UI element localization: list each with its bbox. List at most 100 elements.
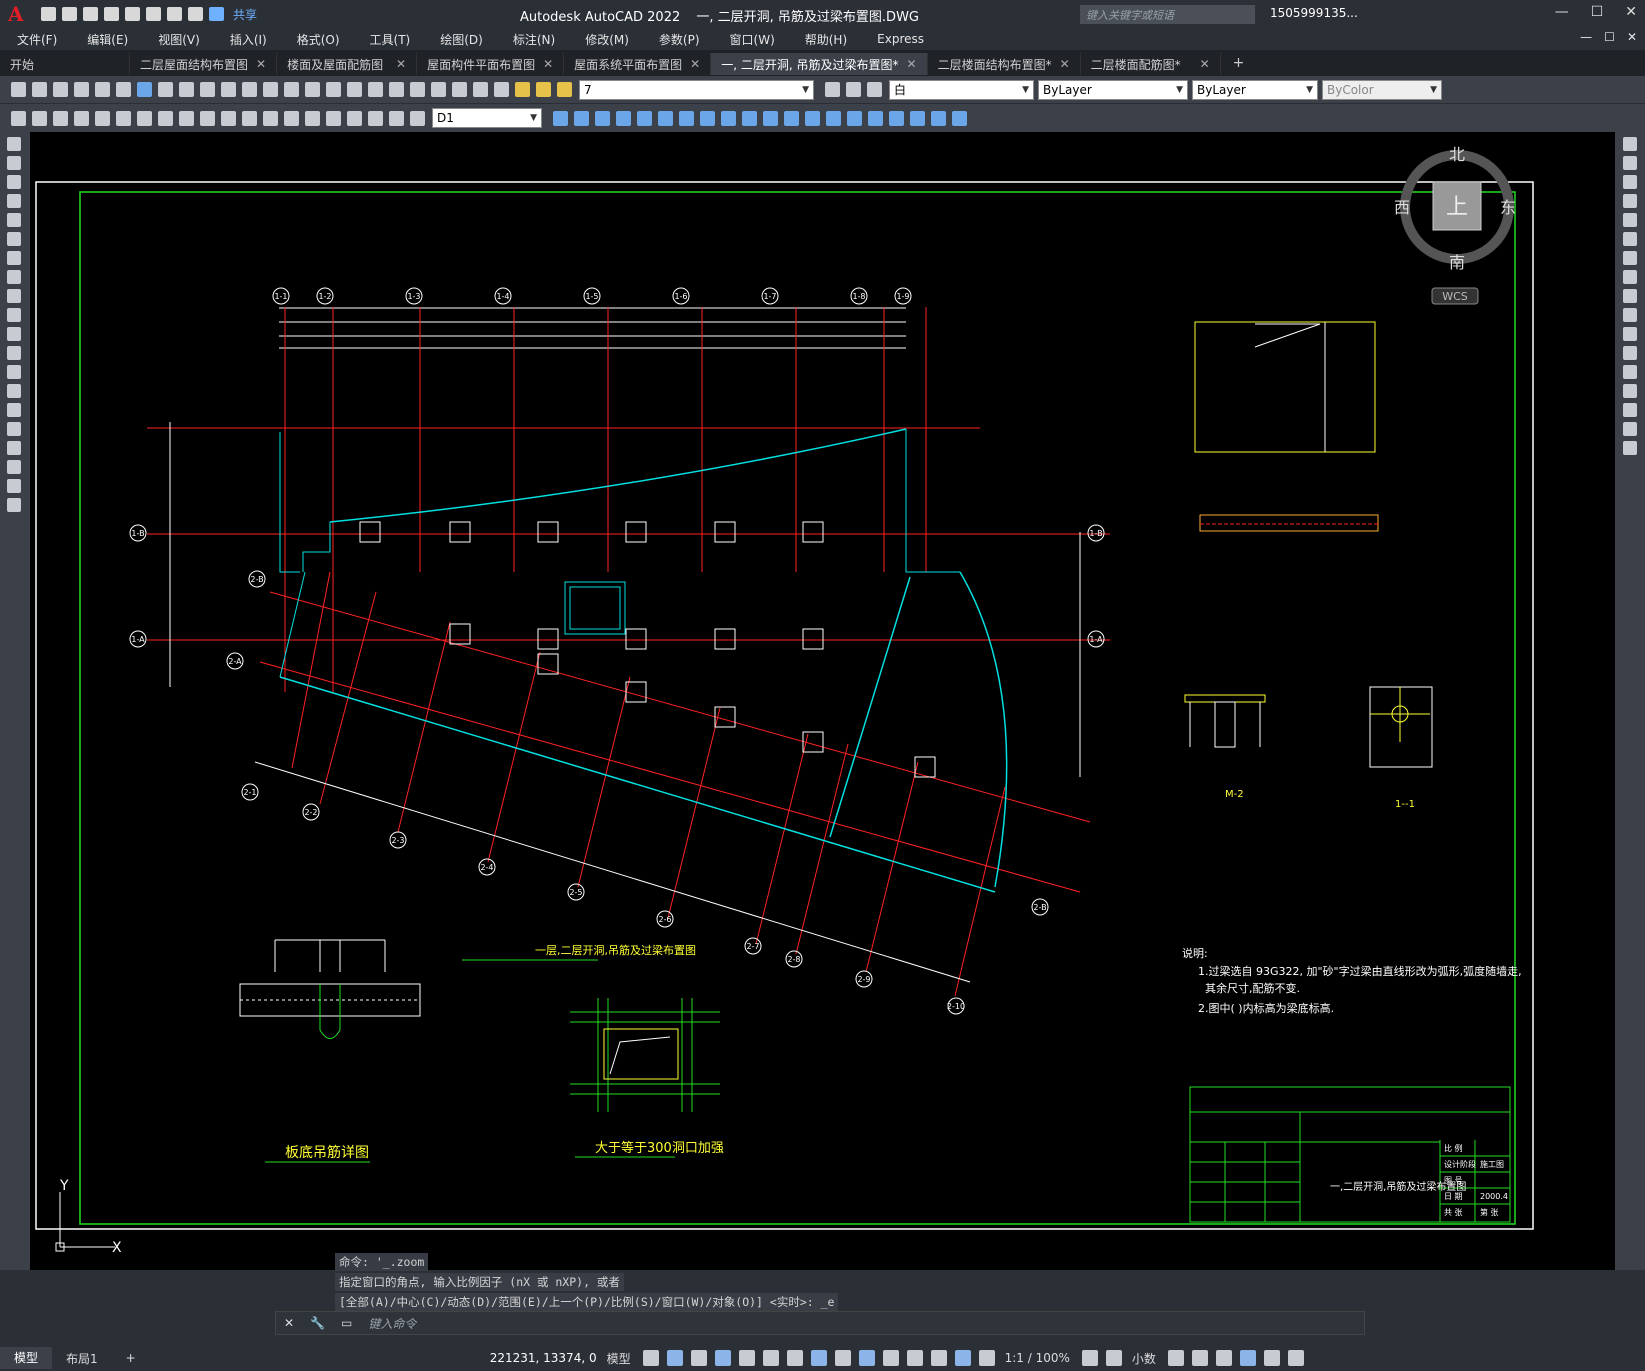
redo-icon[interactable]	[188, 7, 203, 21]
dim-space-icon[interactable]	[242, 110, 257, 126]
make-current-icon[interactable]	[825, 82, 840, 97]
dim-break-icon[interactable]	[263, 110, 278, 126]
add-layout-button[interactable]: +	[125, 1351, 136, 1365]
selection-cycling-icon[interactable]	[882, 1350, 899, 1366]
menu-insert[interactable]: 插入(I)	[229, 32, 267, 47]
scale-icon[interactable]	[1623, 270, 1637, 284]
add-selected-icon[interactable]	[7, 498, 21, 512]
menu-file[interactable]: 文件(F)	[17, 32, 58, 47]
rotate-icon[interactable]	[1623, 251, 1637, 265]
clean-screen-icon[interactable]	[1263, 1350, 1280, 1366]
new-tab-button[interactable]: +	[1232, 55, 1245, 71]
tab-close-icon[interactable]: ✕	[543, 57, 554, 71]
chamfer-icon[interactable]	[1623, 384, 1637, 398]
layer-freeze-icon[interactable]	[536, 82, 551, 97]
menu-modify[interactable]: 修改(M)	[585, 32, 629, 47]
trim-icon[interactable]	[742, 110, 757, 126]
viewcube-top-label[interactable]: 上	[1446, 195, 1468, 220]
ellipse-arc-icon[interactable]	[7, 327, 21, 341]
menu-window[interactable]: 窗口(W)	[729, 32, 775, 47]
match-properties-icon[interactable]	[221, 82, 236, 97]
zoom-previous-icon[interactable]	[347, 82, 362, 97]
dim-linear-icon[interactable]	[11, 110, 26, 126]
close-button[interactable]: ✕	[1625, 4, 1637, 20]
command-input[interactable]: ✕ 🔧 ▭ 键入命令	[275, 1311, 1365, 1335]
tab-close-icon[interactable]: ✕	[396, 57, 407, 71]
fillet-icon[interactable]	[847, 110, 862, 126]
scale-icon[interactable]	[700, 110, 715, 126]
dim-aligned-icon[interactable]	[32, 110, 47, 126]
object-track-icon[interactable]	[786, 1350, 803, 1366]
doc-close-button[interactable]: ✕	[1626, 30, 1637, 44]
quick-dim-icon[interactable]	[179, 110, 194, 126]
viewcube[interactable]: 上 北 南 东 西 WCS	[1394, 145, 1516, 305]
dim-jogged-icon[interactable]	[116, 110, 131, 126]
tab-file[interactable]: 二层楼面配筋图*✕	[1081, 53, 1221, 75]
tab-start[interactable]: 开始	[0, 53, 130, 75]
annotation-scale-icon[interactable]	[978, 1350, 995, 1366]
share-button[interactable]: 共享	[233, 7, 258, 22]
mirror-icon[interactable]	[595, 110, 610, 126]
share-icon[interactable]	[209, 7, 224, 21]
customization-icon[interactable]	[1287, 1350, 1304, 1366]
polygon-icon[interactable]	[7, 194, 21, 208]
array-icon[interactable]	[1623, 213, 1637, 227]
hatch-icon[interactable]	[7, 403, 21, 417]
copy-icon[interactable]	[179, 82, 194, 97]
table-icon[interactable]	[7, 460, 21, 474]
open-file-icon[interactable]	[62, 7, 77, 21]
preview-icon[interactable]	[95, 82, 110, 97]
polar-icon[interactable]	[738, 1350, 755, 1366]
isodraft-icon[interactable]	[762, 1350, 779, 1366]
viewcube-east-label[interactable]: 东	[1500, 198, 1516, 217]
new-file-icon[interactable]	[41, 7, 56, 21]
undo-icon[interactable]	[167, 7, 182, 21]
help-icon[interactable]	[494, 82, 509, 97]
workspace-gear-icon[interactable]	[1081, 1350, 1098, 1366]
viewcube-south-label[interactable]: 南	[1449, 253, 1465, 272]
menu-help[interactable]: 帮助(H)	[804, 32, 848, 47]
tab-file[interactable]: 屋面系统平面布置图✕	[564, 53, 712, 75]
chamfer-icon[interactable]	[826, 110, 841, 126]
units-display[interactable]: 小数	[1131, 1351, 1156, 1366]
center-mark-icon[interactable]	[305, 110, 320, 126]
dim-arc-icon[interactable]	[53, 110, 68, 126]
dim-text-edit-icon[interactable]	[389, 110, 404, 126]
viewcube-north-label[interactable]: 北	[1449, 145, 1465, 164]
dim-ordinate-icon[interactable]	[74, 110, 89, 126]
menu-express[interactable]: Express	[877, 32, 924, 46]
join-icon[interactable]	[1623, 365, 1637, 379]
design-center-icon[interactable]	[389, 82, 404, 97]
revision-cloud-icon[interactable]	[7, 270, 21, 284]
explode-icon[interactable]	[868, 110, 883, 126]
isolate-objects-icon[interactable]	[1215, 1350, 1232, 1366]
tab-file-active[interactable]: 一, 二层开洞, 吊筋及过梁布置图*✕	[711, 53, 928, 75]
annotation-monitor-icon[interactable]	[1105, 1350, 1122, 1366]
customize-icon[interactable]: 🔧	[310, 1316, 326, 1330]
copy-icon[interactable]	[1623, 156, 1637, 170]
snap-icon[interactable]	[666, 1350, 683, 1366]
move-icon[interactable]	[1623, 232, 1637, 246]
plot-icon[interactable]	[146, 7, 161, 21]
recent-commands-icon[interactable]: ▭	[341, 1316, 353, 1330]
erase-icon[interactable]	[1623, 137, 1637, 151]
tab-layout1[interactable]: 布局1	[66, 1351, 98, 1366]
lineweight-dropdown[interactable]: ByLayer▼	[1192, 79, 1318, 100]
stretch-icon[interactable]	[721, 110, 736, 126]
dim-angular-icon[interactable]	[158, 110, 173, 126]
circle-icon[interactable]	[7, 251, 21, 265]
save-icon[interactable]	[83, 7, 98, 21]
linetype-dropdown[interactable]: ByLayer▼	[1038, 79, 1188, 100]
layer-dropdown[interactable]: 7▼	[579, 79, 814, 100]
model-space-toggle[interactable]: 模型	[606, 1351, 631, 1366]
copy-object-icon[interactable]	[574, 110, 589, 126]
undo-icon[interactable]	[242, 82, 257, 97]
offset-icon[interactable]	[1623, 194, 1637, 208]
print-icon[interactable]	[74, 82, 89, 97]
annotation-scale[interactable]: 1:1 / 100%	[1004, 1351, 1070, 1365]
ortho-icon[interactable]	[714, 1350, 731, 1366]
break-icon[interactable]	[784, 110, 799, 126]
calculator-icon[interactable]	[473, 82, 488, 97]
tab-file[interactable]: 楼面及屋面配筋图✕	[277, 53, 418, 75]
3d-osnap-icon[interactable]	[906, 1350, 923, 1366]
